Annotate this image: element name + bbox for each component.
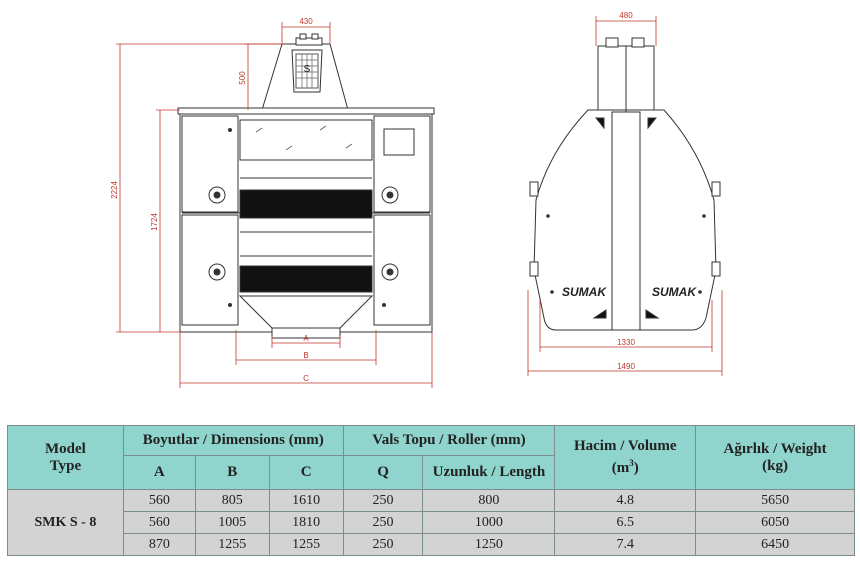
cell-q: 250 xyxy=(342,489,424,512)
cell-c: 1810 xyxy=(268,511,344,534)
dim-body-height: 1724 xyxy=(150,213,159,231)
model-cell: SMK S - 8 xyxy=(7,489,124,556)
dim-hopper-height: 500 xyxy=(238,71,247,85)
cell-volume: 6.5 xyxy=(554,511,697,534)
header-dimensions: Boyutlar / Dimensions (mm) xyxy=(122,425,344,456)
table-row: SMK S - 8 560 805 1610 250 800 4.8 5650 xyxy=(7,489,855,556)
cell-a: 560 xyxy=(122,489,196,512)
cell-b: 1255 xyxy=(194,533,270,556)
header-weight-line2: (kg) xyxy=(762,457,788,474)
cell-weight: 6450 xyxy=(695,533,855,556)
header-model: Model Type xyxy=(7,425,124,490)
cell-q: 250 xyxy=(342,511,424,534)
dim-width-inner: 1330 xyxy=(617,338,635,347)
cell-weight: 5650 xyxy=(695,489,855,512)
side-dimensions xyxy=(527,16,723,376)
dim-b: B xyxy=(303,351,308,360)
cell-a: 560 xyxy=(122,511,196,534)
cell-volume: 7.4 xyxy=(554,533,697,556)
front-dimensions xyxy=(116,22,433,388)
header-volume-line1: Hacim / Volume xyxy=(573,438,677,454)
cell-length: 800 xyxy=(422,489,556,512)
table-row: 560 1005 1810 250 1000 6.5 6050 xyxy=(8,511,855,534)
brand-label-left: SUMAK xyxy=(562,285,607,299)
header-volume: Hacim / Volume (m3) xyxy=(554,425,697,490)
svg-text:S: S xyxy=(304,64,311,75)
header-model-line1: Model xyxy=(45,440,86,457)
dim-a: A xyxy=(303,334,309,343)
cell-volume: 4.8 xyxy=(554,489,697,512)
header-length: Uzunluk / Length xyxy=(422,455,556,490)
header-a: A xyxy=(122,455,196,490)
header-q: Q xyxy=(342,455,424,490)
header-volume-line2: (m3) xyxy=(611,458,639,476)
table-header-row-2: A B C Q Uzunluk / Length xyxy=(8,455,855,490)
cell-length: 1000 xyxy=(422,511,556,534)
header-weight-line1: Ağırlık / Weight xyxy=(723,440,827,457)
front-view: S xyxy=(177,33,435,339)
header-c: C xyxy=(268,455,344,490)
cell-a: 870 xyxy=(122,533,196,556)
dim-top-width-side: 480 xyxy=(619,11,633,20)
cell-c: 1610 xyxy=(268,489,344,512)
cell-q: 250 xyxy=(342,533,424,556)
table-header-row-1: Model Type Boyutlar / Dimensions (mm) Va… xyxy=(7,425,855,490)
table-row: 870 1255 1255 250 1250 7.4 6450 xyxy=(8,533,855,556)
technical-drawing: S xyxy=(110,11,723,388)
dim-top-width-front: 430 xyxy=(299,17,313,26)
dim-c: C xyxy=(303,374,309,383)
cell-weight: 6050 xyxy=(695,511,855,534)
dim-width-outer: 1490 xyxy=(617,362,635,371)
header-roller: Vals Topu / Roller (mm) xyxy=(342,425,556,456)
hopper-logo: S xyxy=(295,53,319,89)
dim-total-height: 2224 xyxy=(110,181,119,199)
cell-b: 1005 xyxy=(194,511,270,534)
header-weight: Ağırlık / Weight (kg) xyxy=(695,425,855,490)
header-model-line2: Type xyxy=(49,457,82,474)
cell-length: 1250 xyxy=(422,533,556,556)
side-view xyxy=(529,37,721,331)
header-b: B xyxy=(194,455,270,490)
cell-c: 1255 xyxy=(268,533,344,556)
spec-table: Model Type Boyutlar / Dimensions (mm) Va… xyxy=(7,425,855,556)
cell-b: 805 xyxy=(194,489,270,512)
brand-label-right: SUMAK xyxy=(652,285,697,299)
